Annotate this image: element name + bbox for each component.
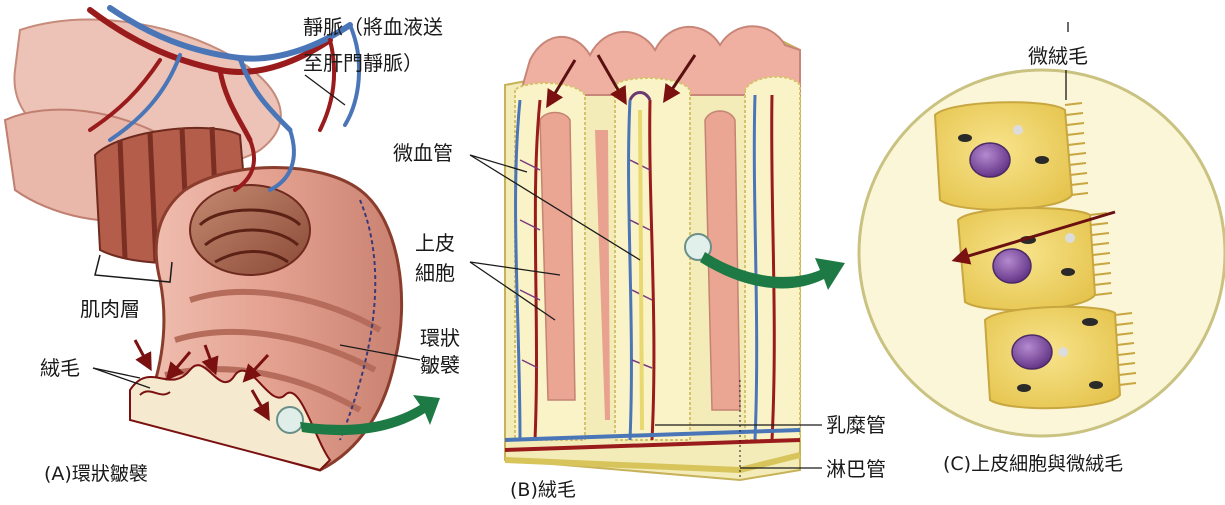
label-muscle-layer: 肌肉層 bbox=[80, 297, 140, 321]
label-epithelial-line1: 上皮 bbox=[415, 231, 455, 255]
panel-a-illustration bbox=[5, 8, 440, 470]
label-capillary: 微血管 bbox=[393, 141, 453, 165]
label-fold-line1: 環狀 bbox=[420, 326, 460, 350]
label-microvilli: 微絨毛 bbox=[1028, 44, 1088, 68]
label-vein-line2: 至肝門靜脈） bbox=[303, 51, 423, 75]
panel-c-illustration bbox=[859, 22, 1225, 436]
caption-panel-a: (A)環狀皺襞 bbox=[44, 463, 148, 485]
label-lymph-vessel: 淋巴管 bbox=[826, 457, 886, 481]
zoom-circle-a bbox=[277, 407, 303, 433]
epithelial-cell-1 bbox=[935, 102, 1072, 209]
label-vein-line1: 靜脈（將血液送 bbox=[303, 15, 443, 39]
panel-b-illustration bbox=[470, 26, 845, 480]
caption-panel-b: (B)絨毛 bbox=[510, 479, 576, 500]
caption-panel-c: (C)上皮細胞與微絨毛 bbox=[943, 453, 1123, 475]
label-epithelial-line2: 細胞 bbox=[415, 261, 455, 285]
label-villi-a: 絨毛 bbox=[40, 356, 80, 380]
epithelial-cell-3 bbox=[985, 307, 1120, 408]
label-lacteal: 乳糜管 bbox=[826, 413, 886, 437]
label-fold-line2: 皺襞 bbox=[420, 353, 460, 377]
